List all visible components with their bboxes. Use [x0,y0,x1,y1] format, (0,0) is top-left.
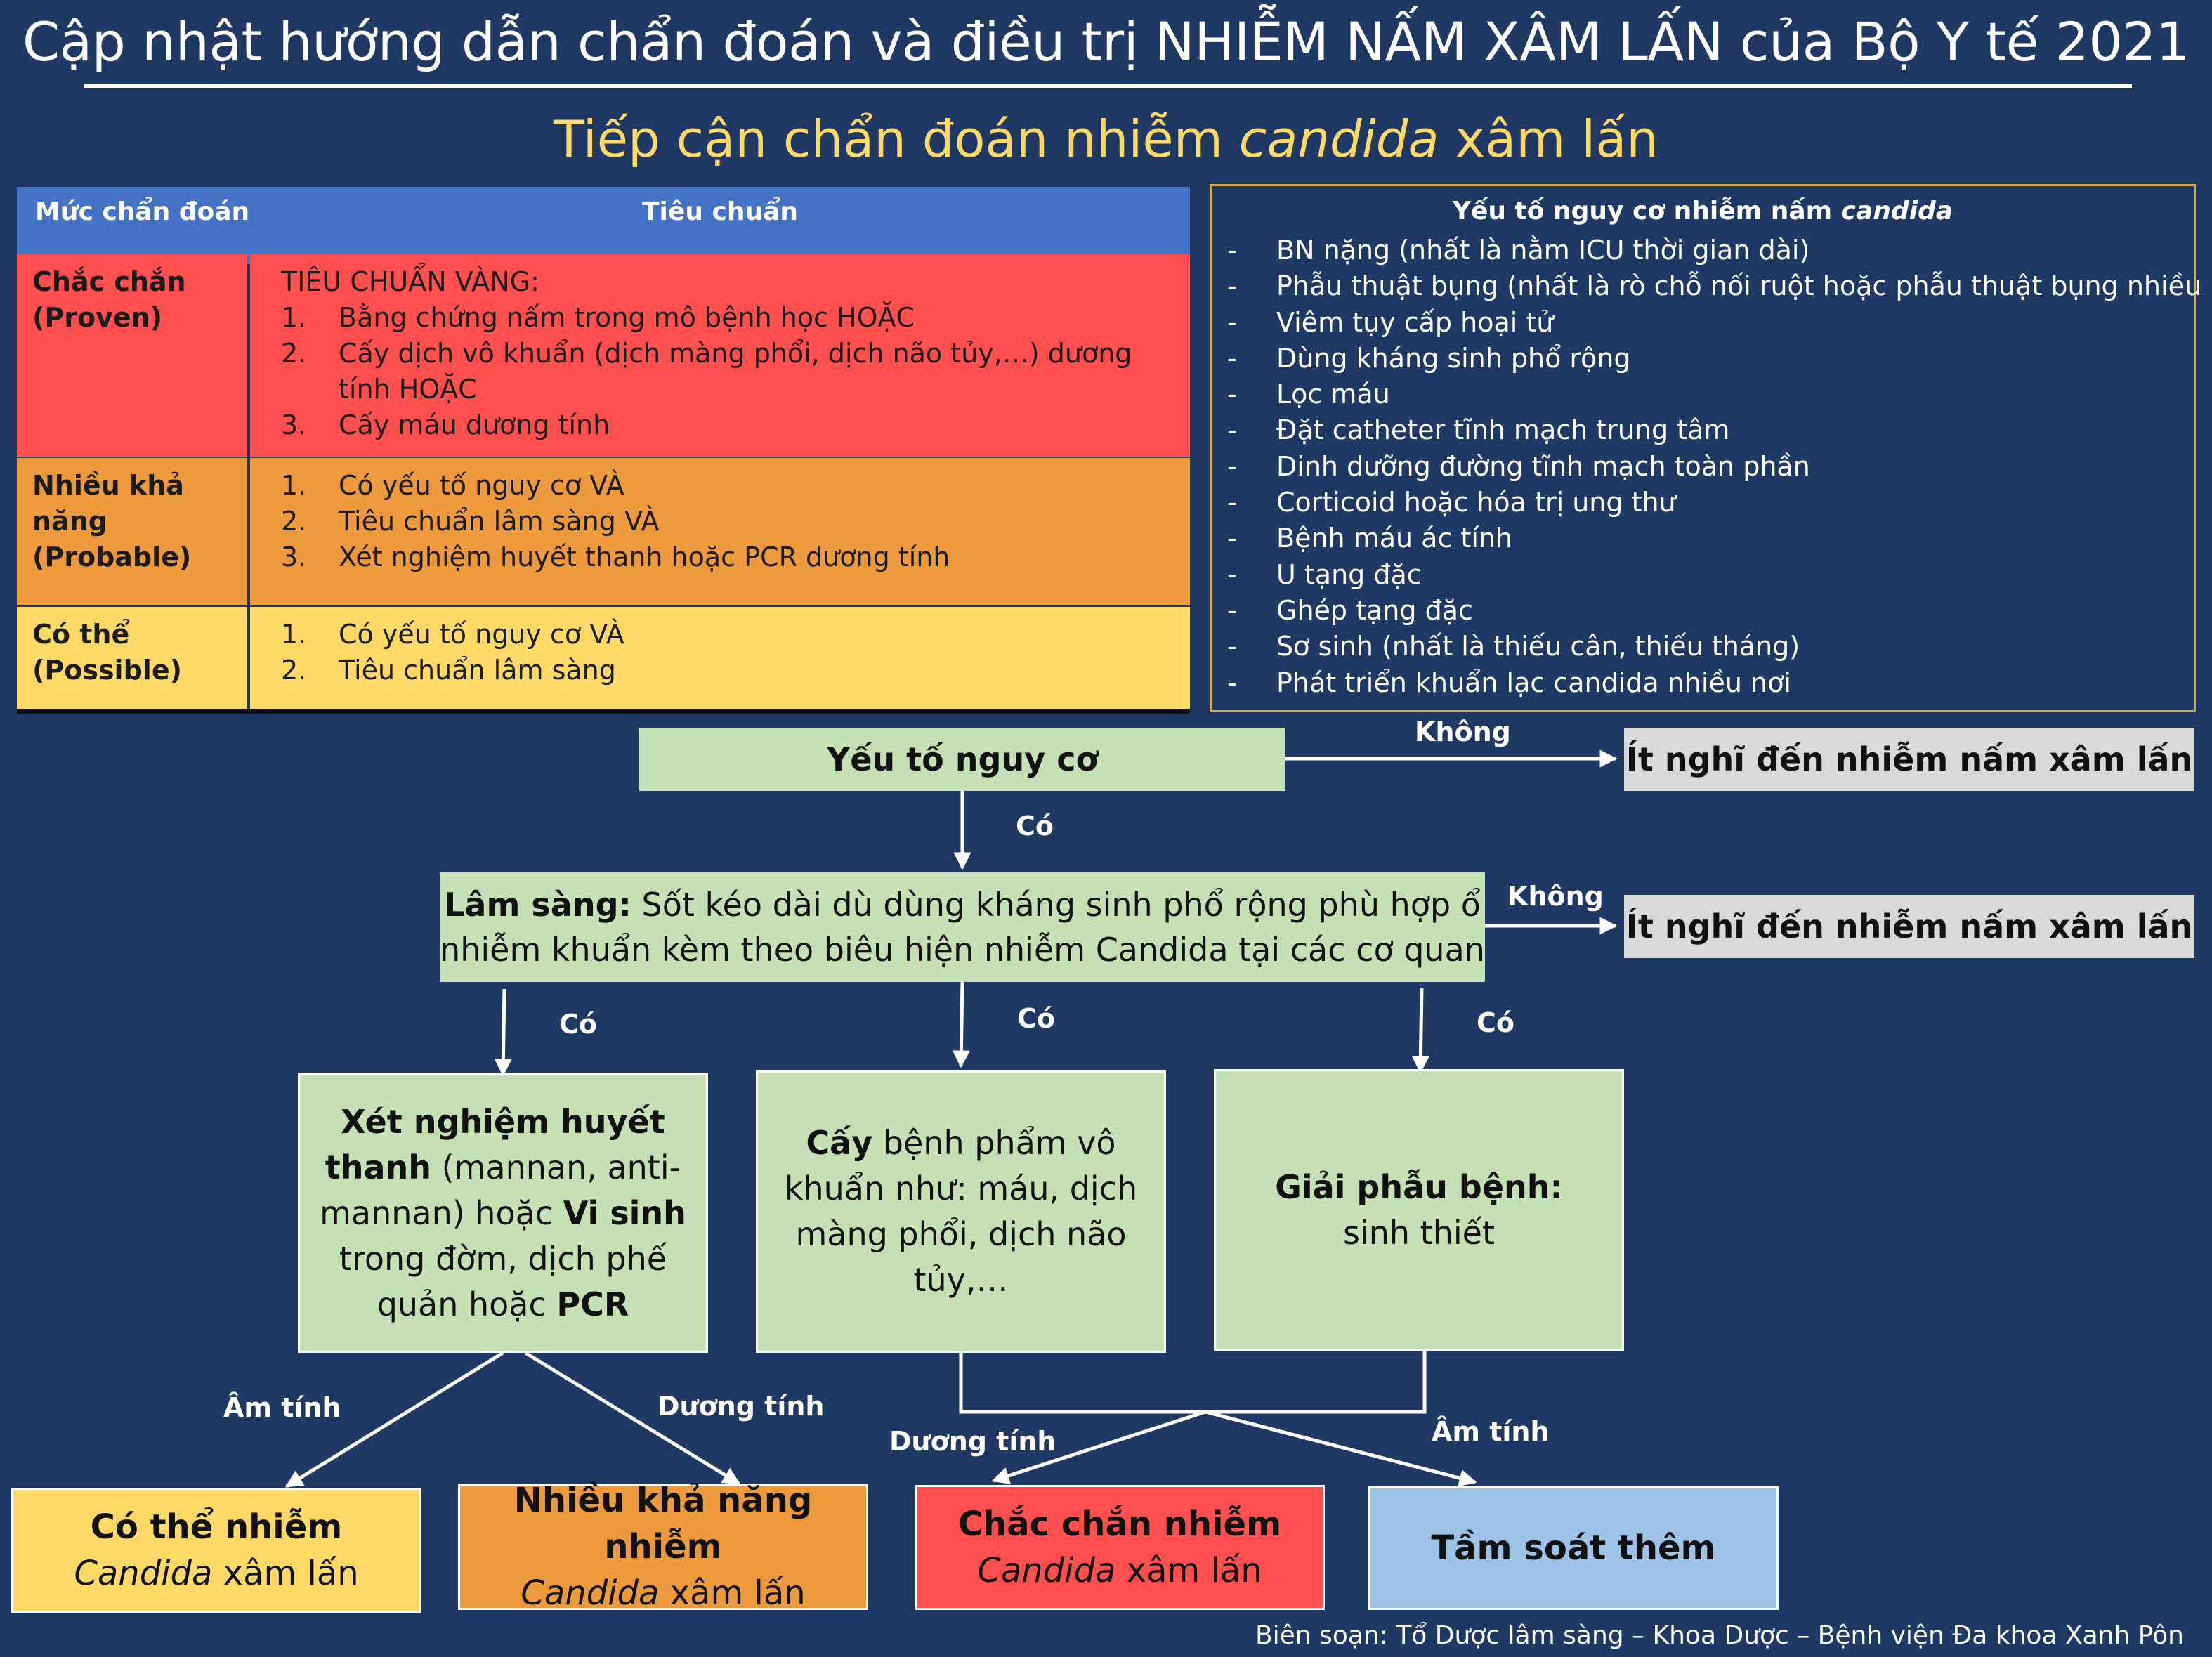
label-yes-3: Có [1017,1003,1055,1034]
label-yes-1: Có [1016,811,1054,841]
risk-factor-item: -U tạng đặc [1227,558,1422,590]
risk-factor-item: -Viêm tụy cấp hoại tử [1227,306,1554,338]
table-row-probable-criteria: 1.Có yếu tố nguy cơ VÀ 2.Tiêu chuẩn lâm … [250,458,1190,605]
table-header-level: Mức chẩn đoán [17,187,266,264]
culture-box: Cấy bệnh phẩm vô khuẩn như: máu, dịch mà… [756,1070,1166,1353]
risk-factor-item: -Phẫu thuật bụng (nhất là rò chỗ nối ruộ… [1227,270,2212,302]
risk-factors-list: -BN nặng (nhất là nằm ICU thời gian dài)… [1227,232,2212,701]
table-row-possible-level: Có thể (Possible) [17,607,247,709]
risk-factor-item: -BN nặng (nhất là nằm ICU thời gian dài) [1227,235,1810,266]
risk-factor-item: -Corticoid hoặc hóa trị ung thư [1227,487,1676,518]
credit-line: Biên soạn: Tổ Dược lâm sàng – Khoa Dược … [1255,1621,2184,1650]
level-code: (Possible) [32,655,182,686]
list-item: 3.Xét nghiệm huyết thanh hoặc PCR dương … [281,542,950,572]
criteria-intro: TIÊU CHUẨN VÀNG: [281,266,539,297]
risk-factors-box: Yếu tố nguy cơ nhiễm nấm candida -BN nặn… [1210,184,2212,712]
level-name: Có thể [32,619,130,650]
level-name: Nhiều khả năng [32,470,184,537]
risk-factor-item: -Ghép tạng đặc [1227,594,1473,626]
subtitle-text-end: xâm lấn [1439,110,1658,169]
table-bottom-border [17,709,1190,714]
table-row-possible-criteria: 1.Có yếu tố nguy cơ VÀ 2.Tiêu chuẩn lâm … [250,607,1190,709]
list-item: 2.Tiêu chuẩn lâm sàng VÀ [281,506,660,537]
page-title: Cập nhật hướng dẫn chẩn đoán và điều trị… [22,11,2190,73]
diagnostic-criteria-table: Mức chẩn đoán Tiêu chuẩn Chắc chắn (Prov… [17,187,1190,714]
label-positive-1: Dương tính [657,1391,825,1422]
outcome-proven: Chắc chắn nhiễm Candida xâm lấn [915,1485,1325,1610]
label-negative-1: Âm tính [223,1392,341,1423]
table-header-criteria: Tiêu chuẩn [250,187,1190,264]
arrow-serology-positive [524,1351,741,1486]
level-name: Chắc chắn [32,266,186,297]
arrow-serology-negative [284,1351,504,1488]
list-item: 1.Bằng chứng nấm trong mô bệnh học HOẶC [281,302,915,333]
risk-factors-title: Yếu tố nguy cơ nhiễm nấm candida [1452,197,1954,225]
label-yes-4: Có [1477,1007,1514,1038]
outcome-possible: Có thể nhiễm Candida xâm lấn [11,1488,421,1613]
arrow-to-serology [494,988,512,1077]
exit-box-2: Ít nghĩ đến nhiễm nấm xâm lấn [1624,895,2194,958]
risk-factor-item: -Bệnh máu ác tính [1227,523,1513,554]
clinical-box: Lâm sàng: Sốt kéo dài dù dùng kháng sinh… [440,872,1485,982]
level-code: (Proven) [32,302,163,333]
list-item: 3.Cấy máu dương tính [281,410,610,440]
risk-factor-item: -Dùng kháng sinh phổ rộng [1227,342,1631,374]
arrow-to-screen [1205,1410,1477,1487]
label-negative-2: Âm tính [1432,1416,1550,1447]
arrow-to-proven [991,1410,1206,1484]
risk-factor-item: -Phát triển khuẩn lạc candida nhiều nơi [1227,667,1791,698]
label-positive-2: Dương tính [889,1426,1056,1457]
arrow-to-pathology [1411,987,1429,1074]
serology-box: Xét nghiệm huyết thanh (mannan, anti- ma… [298,1073,708,1353]
risk-factor-item: -Đặt catheter tĩnh mạch trung tâm [1227,414,1730,446]
table-row-proven-level: Chắc chắn (Proven) [17,254,247,457]
subtitle-text: Tiếp cận chẩn đoán nhiễm [553,110,1239,169]
outcome-probable: Nhiều khả năng nhiễm Candida xâm lấn [458,1481,868,1613]
list-item: 2.Tiêu chuẩn lâm sàng [281,655,616,686]
risk-factor-item: -Sơ sinh (nhất là thiếu cân, thiếu tháng… [1227,631,1800,662]
level-code: (Probable) [32,542,192,572]
risk-factor-item: -Dinh dưỡng đường tĩnh mạch toàn phần [1227,450,1810,482]
arrow-to-culture [952,981,970,1068]
connector-culture-pathology [959,1351,1427,1414]
exit-box-1: Ít nghĩ đến nhiễm nấm xâm lấn [1624,728,2194,791]
outcome-screen-more: Tầm soát thêm [1368,1486,1779,1610]
risk-factor-item: -Lọc máu [1227,379,1390,410]
risk-factor-box: Yếu tố nguy cơ [639,728,1285,791]
title-divider [84,84,2132,88]
pathology-box: Giải phẫu bệnh: sinh thiết [1214,1069,1624,1351]
list-item: 2.Cấy dịch vô khuẩn (dịch màng phổi, dịc… [281,338,1132,405]
label-no-1: Không [1415,716,1511,747]
label-yes-2: Có [559,1009,597,1040]
table-row-proven-criteria: TIÊU CHUẨN VÀNG: 1.Bằng chứng nấm trong … [250,254,1190,457]
list-item: 1.Có yếu tố nguy cơ VÀ [281,470,624,501]
page-subtitle: Tiếp cận chẩn đoán nhiễm candida xâm lấn [0,107,2212,171]
list-item: 1.Có yếu tố nguy cơ VÀ [281,619,624,650]
label-no-2: Không [1507,881,1604,912]
table-row-probable-level: Nhiều khả năng (Probable) [17,458,247,605]
subtitle-emphasis: candida [1238,110,1439,169]
